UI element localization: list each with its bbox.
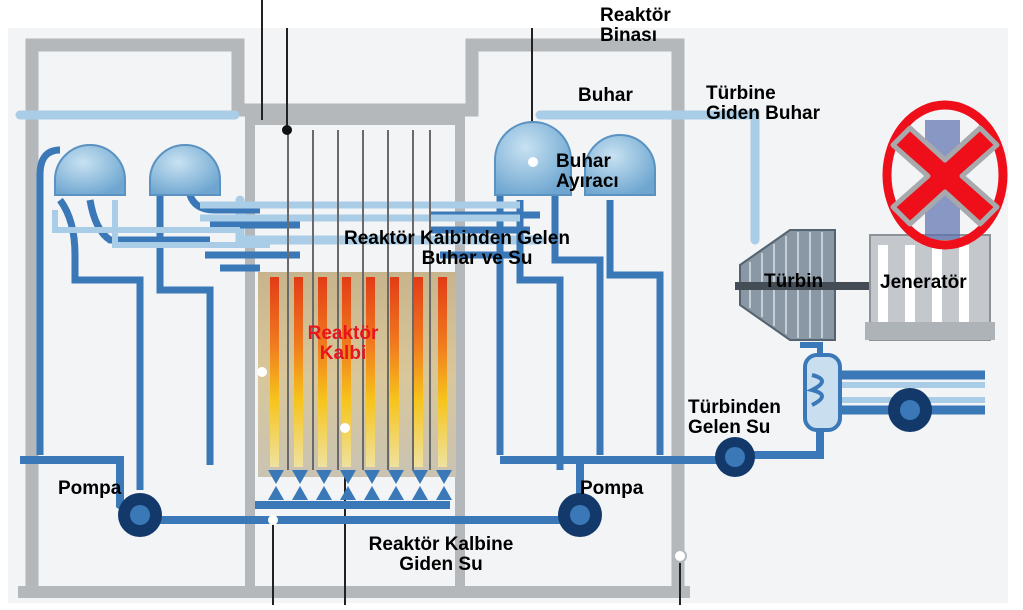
pump-icon <box>558 493 602 537</box>
condenser <box>803 353 842 432</box>
label-turbine: Türbin <box>764 271 824 292</box>
generator-icon <box>865 234 995 341</box>
label-generator: Jeneratör <box>880 272 967 293</box>
cross-mark-icon <box>882 100 1008 250</box>
label-pump-right: Pompa <box>580 478 644 499</box>
pump-icon <box>118 493 162 537</box>
pump-icon <box>715 437 755 477</box>
turbine-icon <box>735 229 885 341</box>
label-pump-left: Pompa <box>58 478 122 499</box>
label-steam: Buhar <box>578 85 633 106</box>
reactor-building-walls <box>18 38 690 598</box>
reactor-core <box>257 125 687 563</box>
pump-icon <box>888 388 932 432</box>
